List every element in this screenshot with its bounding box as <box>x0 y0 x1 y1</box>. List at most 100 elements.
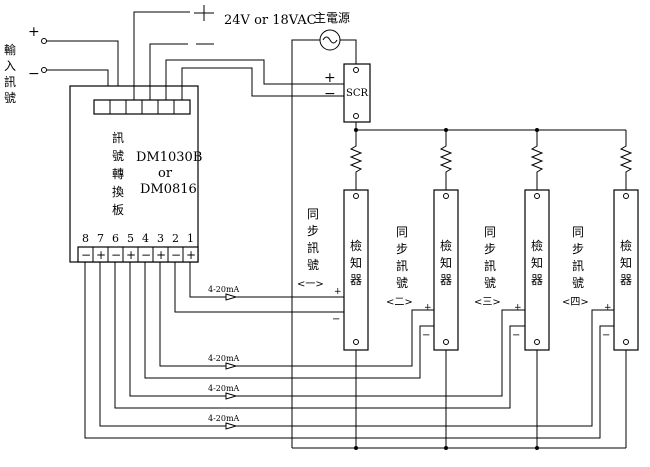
sync-1-char-3: 訊 <box>307 240 319 255</box>
converter-label-2: 號 <box>112 149 124 163</box>
sync-2-char-4: 號 <box>396 276 408 290</box>
scr-box <box>343 63 371 123</box>
sync-4-char-4: 號 <box>572 276 584 290</box>
converter-model-primary: DM1030B <box>136 150 202 165</box>
supply-plus-wire <box>133 11 190 100</box>
scr-plus-control-wire <box>165 59 344 100</box>
input-label-1: 輸 <box>4 42 16 57</box>
pin-number-7: 7 <box>97 232 104 245</box>
detector-2-label-1: 檢 <box>440 238 452 253</box>
converter-model-or: or <box>158 166 173 181</box>
current-label-3: 4-20mA <box>208 384 240 393</box>
sync-3-channel: <三> <box>474 297 501 308</box>
sync-1-char-1: 同 <box>307 207 319 221</box>
input-plus-sign: + <box>28 24 40 40</box>
detector-4-label-3: 器 <box>620 273 632 287</box>
detector-1-label-3: 器 <box>350 273 362 287</box>
converter-label-5: 板 <box>112 203 124 217</box>
pin-number-2: 2 <box>172 232 179 245</box>
detector-2-label-3: 器 <box>440 273 452 287</box>
scr-minus-control-wire <box>181 67 344 100</box>
supply-minus-wire <box>149 43 188 100</box>
current-labels: 4-20mA 4-20mA 4-20mA 4-20mA <box>208 285 240 430</box>
converter-model-secondary: DM0816 <box>140 182 197 197</box>
sync-4-char-2: 步 <box>572 242 584 256</box>
pin-polarity-6: − <box>111 248 121 262</box>
detectors: 檢 知 器 檢 知 器 檢 知 器 檢 知 器 <box>343 189 639 351</box>
sync-4-channel: <四> <box>562 297 589 308</box>
supply-voltage-label: 24V or 18VAC <box>224 13 317 28</box>
pin-number-4: 4 <box>142 232 149 245</box>
detector-2-plus: + <box>424 303 432 313</box>
sync-2-char-1: 同 <box>396 225 408 239</box>
current-arrow-3-icon <box>225 392 238 400</box>
signal-wires: + − + − + − + − <box>84 262 614 439</box>
scr-minus-sign: − <box>324 86 336 102</box>
scr-unit: SCR <box>343 63 371 130</box>
input-label-2: 入 <box>4 59 16 73</box>
sync-labels: 同 步 訊 號 <一> 同 步 訊 號 <二> 同 步 訊 號 <三> 同 步 … <box>297 207 589 308</box>
pin-number-3: 3 <box>157 232 164 245</box>
input-minus-sign: − <box>28 66 40 82</box>
input-signal: 輸 入 訊 號 + − <box>4 24 119 105</box>
pin-number-1: 1 <box>187 232 194 245</box>
detector-1-label-1: 檢 <box>350 238 362 253</box>
pin-polarity-3: + <box>156 248 166 262</box>
current-label-2: 4-20mA <box>208 354 240 363</box>
detector-1: 檢 知 器 <box>343 189 369 351</box>
pin-polarity-2: − <box>171 248 181 262</box>
sync-3-char-4: 號 <box>484 276 496 290</box>
pin-polarity-1: + <box>186 248 196 262</box>
converter-label-4: 換 <box>112 185 124 199</box>
resistor-2 <box>439 130 453 190</box>
detector-4-minus: − <box>602 330 610 341</box>
resistor-3 <box>530 130 544 190</box>
resistors <box>349 130 633 190</box>
converter-box <box>69 85 199 263</box>
input-plus-terminal <box>41 38 47 44</box>
input-label-4: 號 <box>4 91 16 105</box>
detector-3: 檢 知 器 <box>524 189 550 351</box>
detector-3-label-1: 檢 <box>531 238 543 253</box>
resistor-1 <box>349 130 363 190</box>
sync-3-char-2: 步 <box>484 242 496 256</box>
detector-3-label-3: 器 <box>531 273 543 287</box>
resistor-4 <box>619 130 633 190</box>
detector-1-plus: + <box>334 287 342 297</box>
sync-1-char-2: 步 <box>307 224 319 238</box>
pin-polarity-8: − <box>81 248 91 262</box>
detector-1-label-2: 知 <box>350 256 362 270</box>
detector-3-plus: + <box>514 303 522 313</box>
detector-4-label-1: 檢 <box>620 238 632 253</box>
sync-2-char-2: 步 <box>396 242 408 256</box>
pin-polarity-7: + <box>96 248 106 262</box>
sync-4-char-3: 訊 <box>572 258 584 273</box>
detector-4-plus: + <box>604 303 612 313</box>
sync-2-char-3: 訊 <box>396 258 408 273</box>
detector-1-minus: − <box>332 314 340 325</box>
current-arrow-1-icon <box>225 293 238 301</box>
converter-label-3: 轉 <box>112 167 124 181</box>
input-minus-terminal <box>41 67 47 73</box>
pin-number-6: 6 <box>112 232 119 245</box>
detector-3-minus: − <box>512 330 520 341</box>
sync-1-channel: <一> <box>297 279 324 290</box>
sync-4-char-1: 同 <box>572 225 584 239</box>
scr-plus-sign: + <box>324 70 336 86</box>
current-arrow-2-icon <box>225 362 238 370</box>
sync-3-char-3: 訊 <box>484 258 496 273</box>
pin-number-8: 8 <box>82 232 89 245</box>
current-label-1: 4-20mA <box>208 285 240 294</box>
current-label-4: 4-20mA <box>208 414 240 423</box>
detector-4-label-2: 知 <box>620 256 632 270</box>
scr-label: SCR <box>346 88 369 99</box>
detector-2-label-2: 知 <box>440 256 452 270</box>
converter-label-1: 訊 <box>112 130 124 145</box>
converter-board: 訊 號 轉 換 板 DM1030B or DM0816 8 7 6 5 4 3 … <box>69 85 202 263</box>
detector-2: 檢 知 器 <box>433 189 459 351</box>
pin-polarity-4: − <box>141 248 151 262</box>
input-label-3: 訊 <box>4 74 16 89</box>
sync-3-char-1: 同 <box>484 225 496 239</box>
detector-3-label-2: 知 <box>531 256 543 270</box>
